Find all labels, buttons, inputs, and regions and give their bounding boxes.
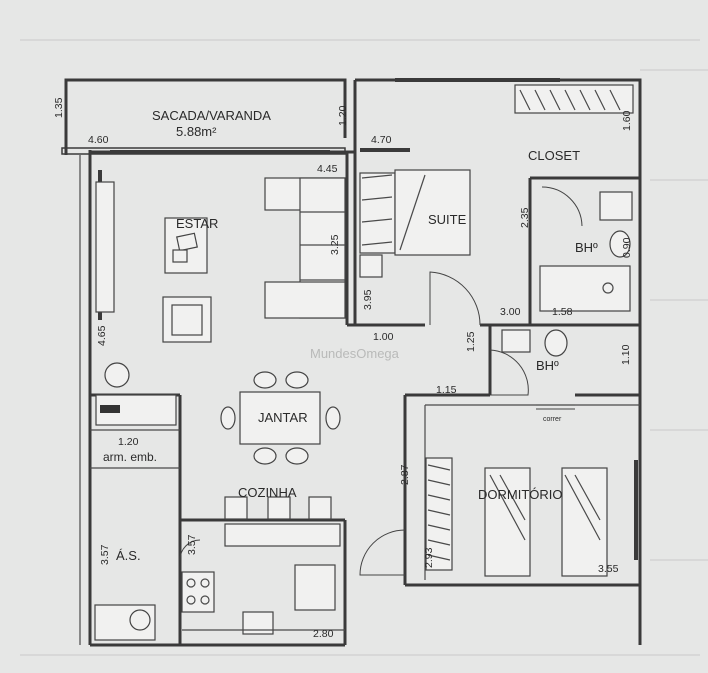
label-dormitorio: DORMITÓRIO [478,487,563,502]
dim-sofa-length: 4.45 [317,163,338,175]
label-sacada-area: 5.88m² [176,124,217,139]
dim-dorm-left: 2.87 [399,464,411,485]
kitchen-sink [242,611,274,635]
label-jantar: JANTAR [258,410,308,425]
dim-balcony-width: 4.60 [88,134,109,146]
label-estar: ESTAR [176,216,218,231]
toilet [609,230,631,258]
label-area-servico: Á.S. [116,548,141,563]
dim-closet-depth: 1.60 [621,110,633,131]
bathtub [539,265,631,312]
watermark: MundesOmega [310,346,400,361]
dim-hall-width: 1.00 [373,331,394,343]
dim-suite-inner: 3.00 [500,306,521,318]
label-sacada: SACADA/VARANDA [152,108,271,123]
dim-bh2-depth: 1.10 [620,344,632,365]
bathroom-sink [599,191,633,221]
label-cozinha: COZINHA [238,485,297,500]
label-closet: CLOSET [528,148,580,163]
dim-bh-toilet: 0.90 [621,237,633,258]
dim-sofa-depth: 3.25 [329,234,341,255]
label-suite: SUITE [428,212,467,227]
dim-as-depth: 3.57 [99,544,111,565]
balcony-wall [64,78,347,155]
dim-kitchen-width: 2.80 [313,628,334,640]
dorm-wardrobe [425,457,453,571]
coffee-table [164,217,208,274]
label-bh-suite: BHº [575,240,598,255]
fridge [294,564,336,611]
dimension-labels: 1.35 4.60 1.20 4.70 1.60 4.45 3.25 2.35 … [53,97,633,640]
dim-dorm-wardrobe: 2.93 [423,547,435,568]
label-correr: correr [543,416,562,423]
dim-living-depth: 4.65 [96,325,108,346]
dim-arm-emb: 1.20 [118,436,139,448]
dim-balcony-side: 1.20 [337,105,349,126]
tv-stand [95,181,115,313]
room-labels: SACADA/VARANDA 5.88m² ESTAR SUITE CLOSET… [103,108,598,563]
dim-dorm-door: 1.15 [436,384,457,396]
bar-stools [224,496,341,547]
dim-suite-width: 4.70 [371,134,392,146]
dim-bathtub: 1.58 [552,306,573,318]
label-bh-social: BHº [536,358,559,373]
dim-dorm-width: 3.55 [598,563,619,575]
label-arm-emb: arm. emb. [103,450,157,464]
bathroom2-sink [501,329,531,353]
armchair-seat [171,304,203,336]
dim-suite-depth: 3.95 [362,289,374,310]
doors [179,186,583,576]
suite-wardrobe [359,172,396,278]
dim-hall-depth: 1.25 [465,331,477,352]
sofa [264,177,346,319]
background-ghost-lines [20,39,708,656]
dim-bh-height: 2.35 [519,207,531,228]
bathroom2-toilet [544,329,568,357]
suite-bed [394,169,471,256]
desk [95,362,177,426]
dim-kitchen-depth: 3.57 [186,534,198,555]
dining-table [220,371,341,465]
dim-balcony-depth: 1.35 [53,97,65,118]
stove [181,571,215,613]
dorm-beds [484,467,608,577]
